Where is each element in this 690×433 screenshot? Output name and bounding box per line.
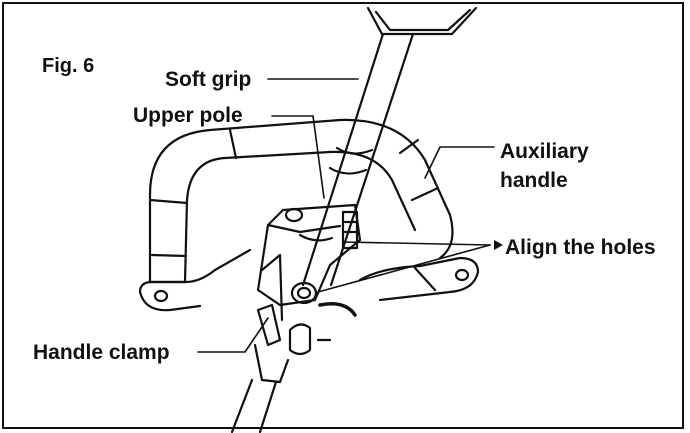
figure-number: Fig. 6 bbox=[42, 55, 95, 77]
label-upper-pole: Upper pole bbox=[133, 104, 243, 127]
leader-lines bbox=[197, 78, 495, 353]
lower-shaft-drawing bbox=[230, 378, 278, 433]
handle-clamp-drawing bbox=[253, 203, 362, 384]
label-align-holes: Align the holes bbox=[505, 236, 656, 259]
label-auxiliary-handle-line1: Auxiliary bbox=[500, 140, 589, 163]
upper-pole-drawing bbox=[298, 6, 478, 287]
auxiliary-handle-drawing bbox=[138, 118, 480, 312]
label-soft-grip: Soft grip bbox=[165, 68, 252, 91]
figure-border bbox=[2, 2, 684, 429]
label-handle-clamp: Handle clamp bbox=[33, 341, 170, 364]
label-auxiliary-handle-line2: handle bbox=[500, 169, 568, 192]
align-holes-arrow-head bbox=[494, 240, 503, 250]
